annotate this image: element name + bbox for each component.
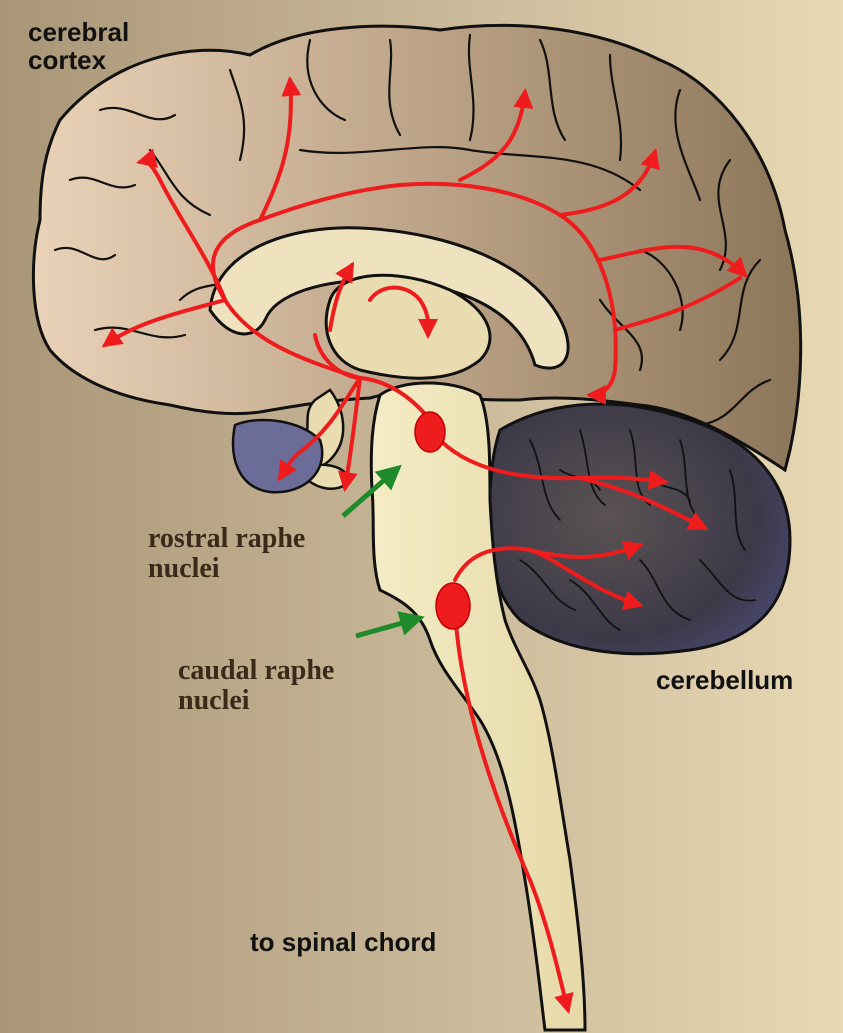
cerebral-cortex-label: cerebral cortex [28, 18, 129, 74]
to-spinal-chord-label: to spinal chord [250, 928, 436, 956]
rostral-raphe-label-line-1: rostral raphe [148, 524, 305, 554]
rostral-raphe-nuclei-label: rostral raphe nuclei [148, 524, 305, 584]
rostral-raphe-nuclei-marker [415, 412, 445, 452]
temporal-lobe [233, 420, 322, 492]
rostral-raphe-label-line-2: nuclei [148, 554, 305, 584]
caudal-raphe-nuclei-marker [436, 583, 470, 629]
caudal-raphe-nuclei-label: caudal raphe nuclei [178, 656, 334, 716]
cerebral-cortex-label-line-2: cortex [28, 46, 129, 74]
cerebellum-label: cerebellum [656, 666, 793, 694]
caudal-raphe-label-line-2: nuclei [178, 686, 334, 716]
caudal-raphe-label-line-1: caudal raphe [178, 656, 334, 686]
cerebral-cortex-label-line-1: cerebral [28, 18, 129, 46]
